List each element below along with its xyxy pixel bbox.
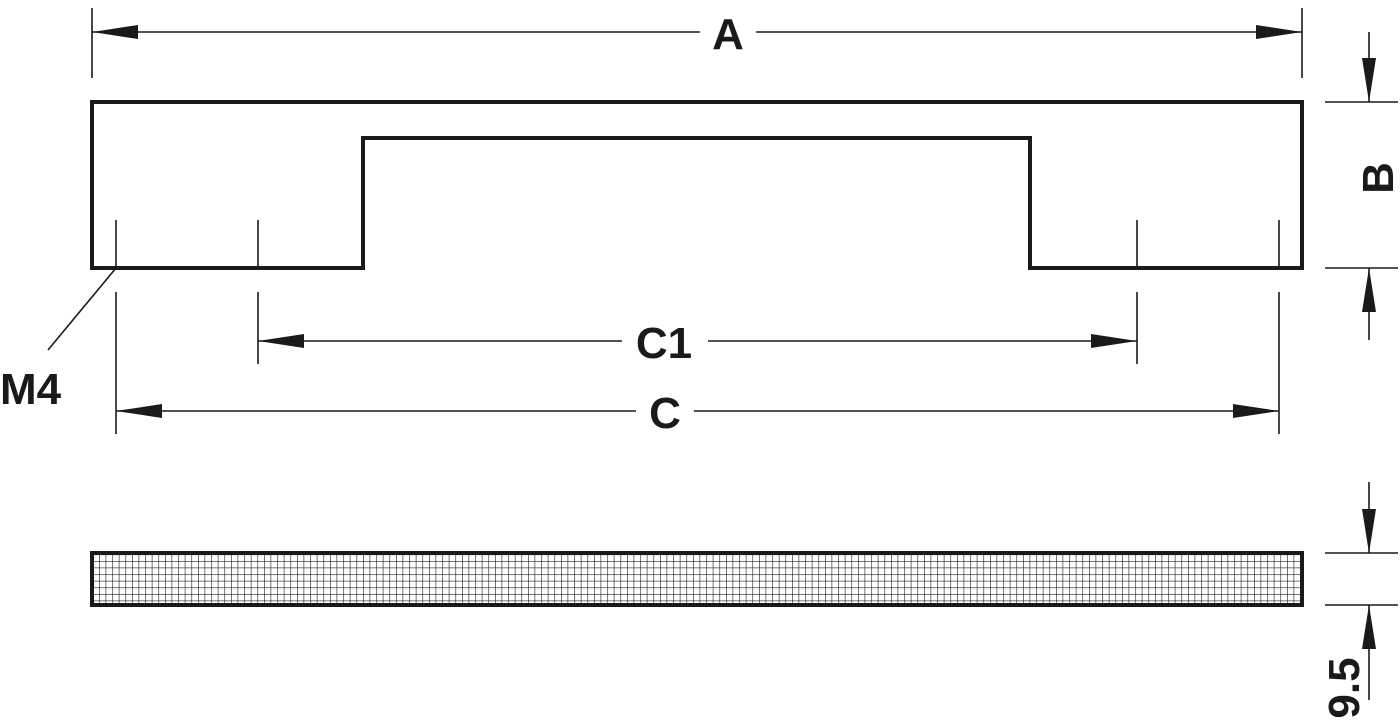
dim-a-arrow-left [92, 25, 138, 39]
dim-thickness-arrow-top [1362, 509, 1376, 553]
handle-front-outline [90, 100, 1304, 270]
dim-thickness-label: 9.5 [1320, 657, 1369, 718]
dim-c-label: C [649, 389, 681, 438]
dim-b-label: B [1354, 162, 1400, 194]
thread-leader-line [47, 267, 117, 351]
dim-a-arrow-right [1256, 25, 1302, 39]
dim-thickness-arrow-bottom [1362, 605, 1376, 649]
handle-side-view-mesh [90, 551, 1304, 607]
dim-c1-label: C1 [636, 319, 692, 368]
dim-a-label: A [712, 10, 744, 59]
dim-b-arrow-top [1362, 58, 1376, 102]
dim-c1-arrow-left [258, 334, 304, 348]
dim-b-arrow-bottom [1362, 268, 1376, 312]
dim-c-arrow-right [1233, 404, 1279, 418]
thread-label: M4 [0, 365, 62, 414]
dim-c1-arrow-right [1091, 334, 1137, 348]
dim-c-arrow-left [116, 404, 162, 418]
